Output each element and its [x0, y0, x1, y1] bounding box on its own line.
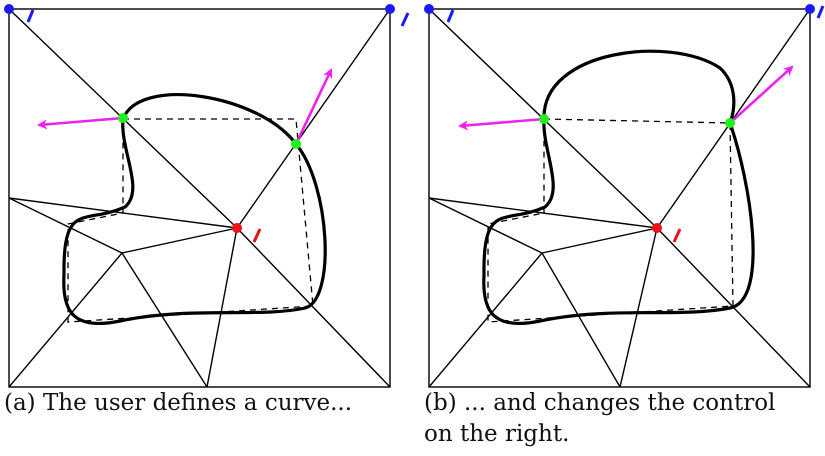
mesh-edge: [8, 197, 123, 254]
center-point: [652, 223, 662, 233]
caption-b: (b) ... and changes the control on the r…: [424, 388, 775, 450]
control-point-left[interactable]: [118, 113, 128, 123]
corner-vertex: [424, 4, 434, 14]
triangulation-b: [428, 8, 811, 388]
mesh-edge: [428, 197, 658, 229]
mesh-edge: [121, 227, 238, 254]
corner-vertex: [4, 4, 14, 14]
diagram-a: [4, 4, 410, 388]
vertex-tick: [400, 12, 410, 27]
normal-arrow-right: [729, 65, 794, 124]
mesh-edge: [541, 252, 621, 388]
spline-curve-a: [62, 93, 327, 326]
control-point-right[interactable]: [725, 118, 735, 128]
vertex-tick: [816, 5, 825, 19]
vertex-tick: [26, 9, 35, 23]
spline-curve-b: [482, 49, 755, 326]
mesh-edge: [619, 227, 658, 388]
normal-arrow-left: [458, 117, 545, 131]
mesh-edge: [206, 227, 238, 388]
center-point: [232, 223, 242, 233]
diagram-b: [424, 4, 825, 388]
panel-a: [0, 0, 412, 392]
domain-frame: [8, 8, 391, 388]
vertex-tick: [446, 9, 455, 23]
mesh-edge: [236, 227, 391, 388]
mesh-edge: [541, 227, 658, 254]
mesh-edge: [428, 197, 543, 254]
control-polygon-a: [67, 118, 314, 323]
caption-b-line1: (b) ... and changes the control: [424, 390, 776, 416]
triangulation-a: [8, 8, 391, 388]
control-polygon-b: [487, 118, 734, 323]
mesh-edge: [8, 252, 123, 388]
corner-vertex: [385, 4, 395, 14]
center-tick: [672, 228, 682, 243]
caption-a-line1: (a) The user defines a curve...: [4, 390, 353, 416]
mesh-edge: [428, 252, 543, 388]
mesh-edge: [236, 8, 391, 229]
mesh-edge: [121, 252, 208, 388]
center-tick: [252, 228, 262, 243]
normal-arrow-right: [294, 68, 333, 145]
panel-b: [420, 0, 825, 392]
corner-vertex: [805, 4, 815, 14]
control-point-left[interactable]: [539, 114, 549, 124]
control-point-right[interactable]: [291, 139, 301, 149]
domain-frame: [428, 8, 811, 388]
normal-arrow-left: [37, 116, 124, 130]
caption-a: (a) The user defines a curve...: [4, 388, 352, 419]
caption-b-line2: on the right.: [424, 421, 570, 447]
